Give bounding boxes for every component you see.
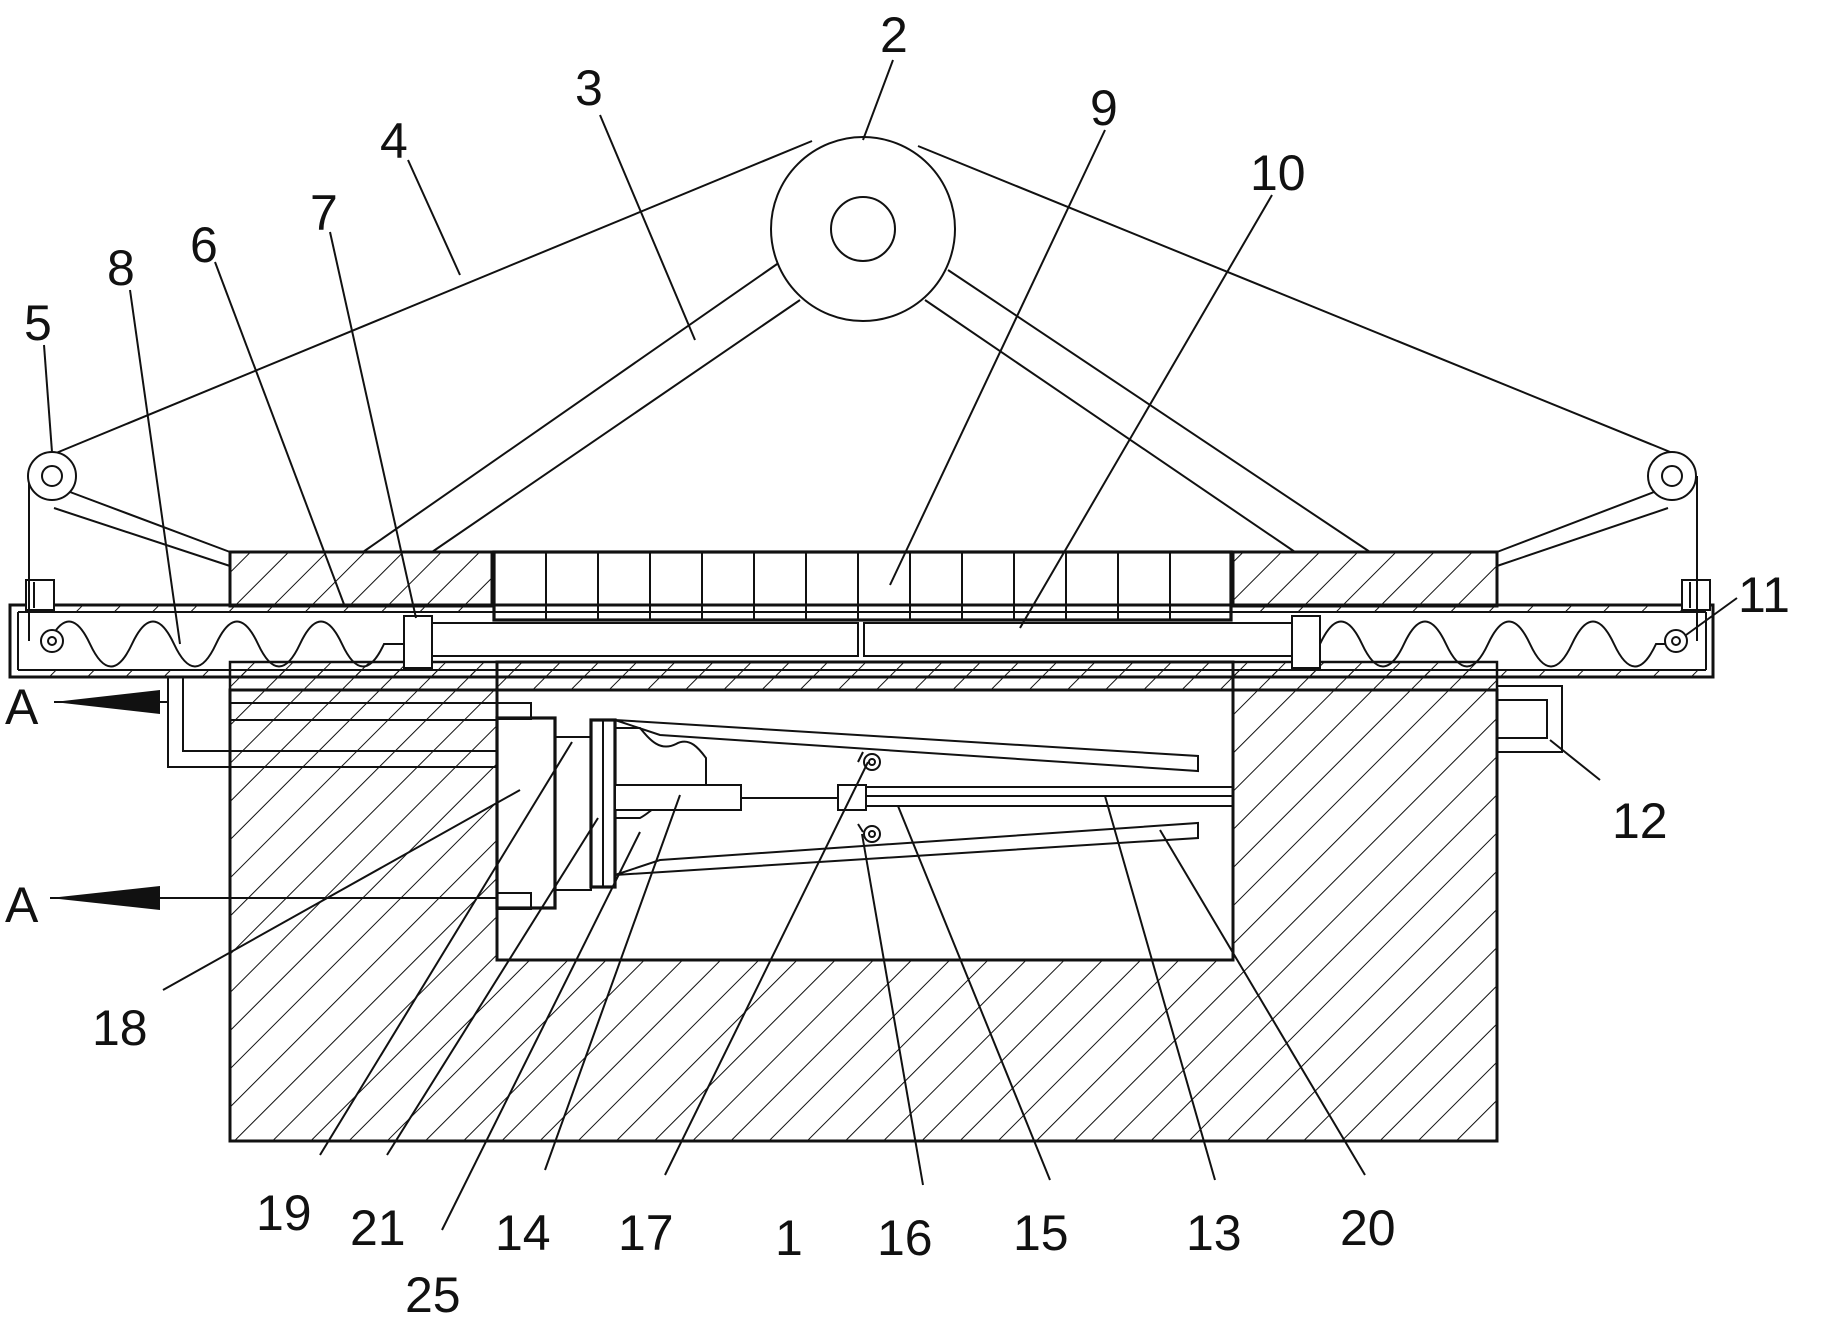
label-16: 16 bbox=[877, 1210, 933, 1266]
upper-block-left bbox=[228, 550, 494, 608]
label-9: 9 bbox=[1090, 80, 1118, 136]
slide-rod-left bbox=[427, 622, 859, 657]
upper-block-right bbox=[1231, 550, 1499, 608]
top-pulley-hub bbox=[830, 196, 896, 262]
left-frame bbox=[167, 677, 530, 768]
section-arrow-lower bbox=[50, 886, 497, 910]
side-pulley-right bbox=[1647, 451, 1697, 501]
actuator bbox=[614, 727, 1234, 819]
spring-right bbox=[1319, 620, 1676, 668]
slider-block-right bbox=[1291, 615, 1321, 669]
hinge-upper bbox=[863, 753, 881, 771]
label-11: 11 bbox=[1738, 567, 1790, 623]
right-hook bbox=[1497, 685, 1563, 753]
label-5: 5 bbox=[24, 295, 52, 351]
slide-rod-right bbox=[863, 622, 1297, 657]
segmented-array bbox=[492, 550, 1233, 622]
end-pulley-left bbox=[40, 629, 64, 653]
guide-channel bbox=[8, 603, 1715, 679]
label-1: 1 bbox=[775, 1210, 803, 1266]
label-13: 13 bbox=[1186, 1205, 1242, 1261]
hinge-lower bbox=[863, 825, 881, 843]
support-arms bbox=[362, 261, 1371, 553]
label-3: 3 bbox=[575, 60, 603, 116]
end-pulley-right bbox=[1664, 629, 1688, 653]
end-bracket-left bbox=[25, 579, 55, 611]
label-18: 18 bbox=[92, 1000, 148, 1056]
section-mark-upper: A bbox=[5, 679, 39, 735]
label-10: 10 bbox=[1250, 145, 1306, 201]
motor-housing bbox=[495, 716, 557, 910]
part-labels: 2 3 4 9 10 7 6 8 5 11 12 18 19 21 25 14 … bbox=[5, 7, 1790, 1323]
label-17: 17 bbox=[618, 1205, 674, 1261]
label-21: 21 bbox=[350, 1200, 406, 1256]
label-15: 15 bbox=[1013, 1205, 1069, 1261]
label-14: 14 bbox=[495, 1205, 551, 1261]
leader-lines bbox=[43, 59, 1738, 1231]
label-7: 7 bbox=[310, 185, 338, 241]
label-6: 6 bbox=[190, 217, 218, 273]
section-mark-lower: A bbox=[5, 877, 39, 933]
section-arrow-upper bbox=[54, 690, 168, 714]
tapered-blades bbox=[614, 719, 1199, 876]
slider-block-left bbox=[403, 615, 433, 669]
label-25: 25 bbox=[405, 1267, 461, 1323]
label-19: 19 bbox=[256, 1185, 312, 1241]
cables bbox=[28, 140, 1698, 641]
label-2: 2 bbox=[880, 7, 908, 63]
label-8: 8 bbox=[107, 240, 135, 296]
spring-left bbox=[47, 620, 404, 668]
base-body bbox=[228, 660, 1499, 1143]
label-20: 20 bbox=[1340, 1200, 1396, 1256]
label-4: 4 bbox=[380, 113, 408, 169]
side-pulley-left bbox=[27, 451, 77, 501]
label-12: 12 bbox=[1612, 793, 1668, 849]
